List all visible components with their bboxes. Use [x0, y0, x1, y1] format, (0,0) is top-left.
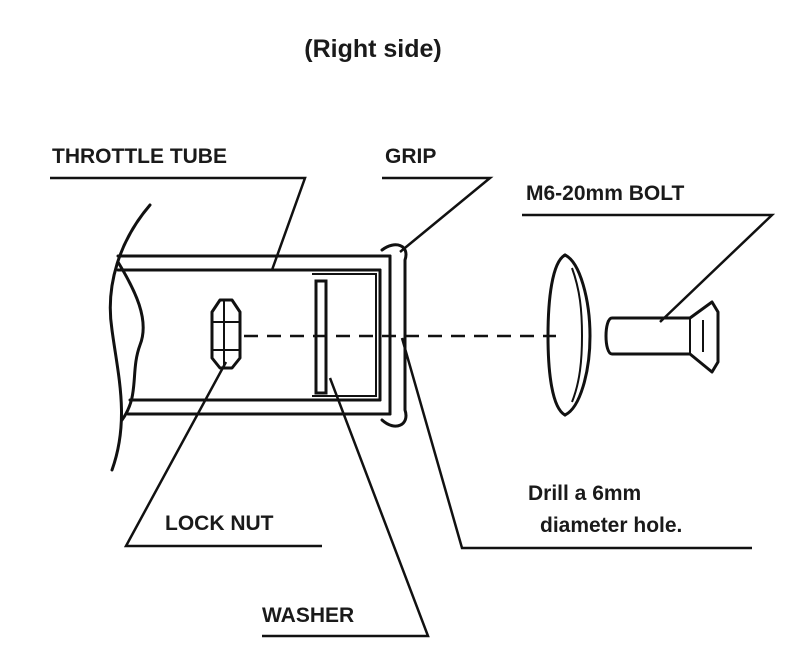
- label-washer: WASHER: [262, 604, 354, 627]
- drill-note-line-1: Drill a 6mm: [528, 482, 641, 505]
- label-lock-nut: LOCK NUT: [165, 512, 274, 535]
- bar-end-cap-shape: [546, 253, 592, 417]
- grip-body-inner-curve: [116, 260, 145, 422]
- label-throttle-tube: THROTTLE TUBE: [52, 145, 227, 168]
- label-bolt: M6-20mm BOLT: [526, 182, 684, 205]
- tube-end-cavity: [312, 273, 377, 397]
- label-grip: GRIP: [385, 145, 436, 168]
- diagram-title: (Right side): [304, 35, 442, 63]
- bolt-shape: [604, 300, 720, 374]
- lock-nut-shape: [210, 298, 242, 370]
- leader-lines: [50, 176, 776, 638]
- drill-note-line-2: diameter hole.: [540, 514, 682, 537]
- grip-body-outline: [108, 203, 152, 472]
